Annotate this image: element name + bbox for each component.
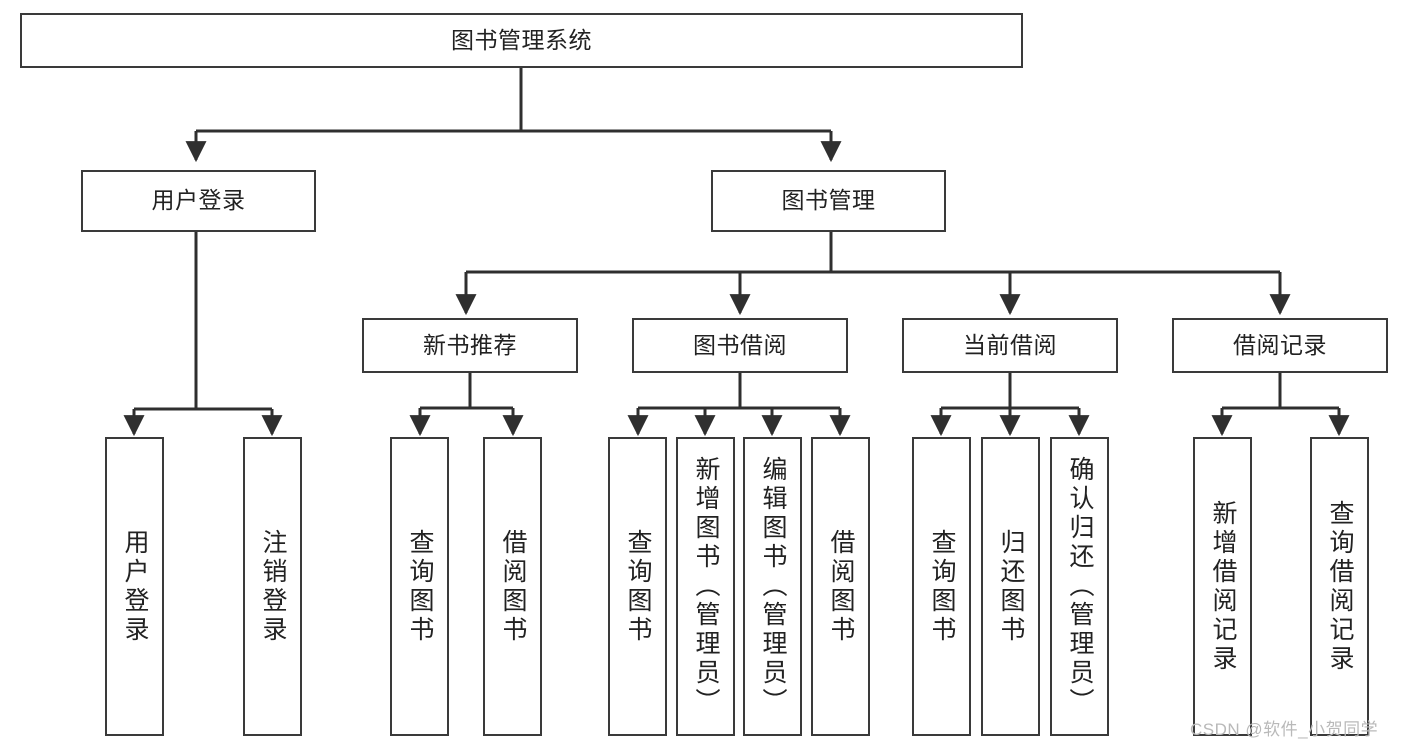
node-leaf-query-book-3-label: 查询图书 [928,528,956,645]
node-book-borrow[interactable]: 图书借阅 [632,318,848,373]
node-borrow-record[interactable]: 借阅记录 [1172,318,1388,373]
node-leaf-return-book-label: 归还图书 [997,528,1025,645]
node-leaf-add-record-label: 新增借阅记录 [1209,499,1237,674]
node-borrow-record-label: 借阅记录 [1233,331,1327,358]
node-leaf-user-logout-label: 注销登录 [259,528,287,645]
node-user-login-label: 用户登录 [151,187,246,214]
node-new-book-recommend[interactable]: 新书推荐 [362,318,578,373]
node-leaf-user-login[interactable]: 用户登录 [105,437,164,736]
node-leaf-return-book[interactable]: 归还图书 [981,437,1040,736]
node-leaf-query-book-1[interactable]: 查询图书 [390,437,449,736]
node-leaf-add-book-label: 新增图书（管理员） [692,456,720,717]
node-leaf-add-record[interactable]: 新增借阅记录 [1193,437,1252,736]
node-leaf-query-record-label: 查询借阅记录 [1326,499,1354,674]
node-leaf-query-book-1-label: 查询图书 [406,528,434,645]
node-leaf-query-book-2[interactable]: 查询图书 [608,437,667,736]
node-user-login[interactable]: 用户登录 [81,170,316,232]
node-leaf-edit-book[interactable]: 编辑图书（管理员） [743,437,802,736]
node-leaf-user-logout[interactable]: 注销登录 [243,437,302,736]
node-leaf-borrow-book-2-label: 借阅图书 [827,528,855,645]
node-leaf-edit-book-label: 编辑图书（管理员） [759,456,787,717]
node-root[interactable]: 图书管理系统 [20,13,1023,68]
node-leaf-query-book-2-label: 查询图书 [624,528,652,645]
node-book-borrow-label: 图书借阅 [693,331,787,358]
node-leaf-confirm-return-label: 确认归还（管理员） [1066,456,1094,717]
node-current-borrow[interactable]: 当前借阅 [902,318,1118,373]
node-leaf-query-book-3[interactable]: 查询图书 [912,437,971,736]
node-leaf-add-book[interactable]: 新增图书（管理员） [676,437,735,736]
node-leaf-borrow-book-2[interactable]: 借阅图书 [811,437,870,736]
node-leaf-borrow-book-1-label: 借阅图书 [499,528,527,645]
node-leaf-confirm-return[interactable]: 确认归还（管理员） [1050,437,1109,736]
node-leaf-borrow-book-1[interactable]: 借阅图书 [483,437,542,736]
node-book-management-label: 图书管理 [781,187,876,214]
node-leaf-user-login-label: 用户登录 [121,528,149,645]
node-leaf-query-record[interactable]: 查询借阅记录 [1310,437,1369,736]
watermark-text: CSDN @软件_小贺同学 [1190,720,1379,739]
node-current-borrow-label: 当前借阅 [963,331,1057,358]
node-root-label: 图书管理系统 [451,26,592,53]
node-book-management[interactable]: 图书管理 [711,170,946,232]
node-new-book-recommend-label: 新书推荐 [423,331,517,358]
